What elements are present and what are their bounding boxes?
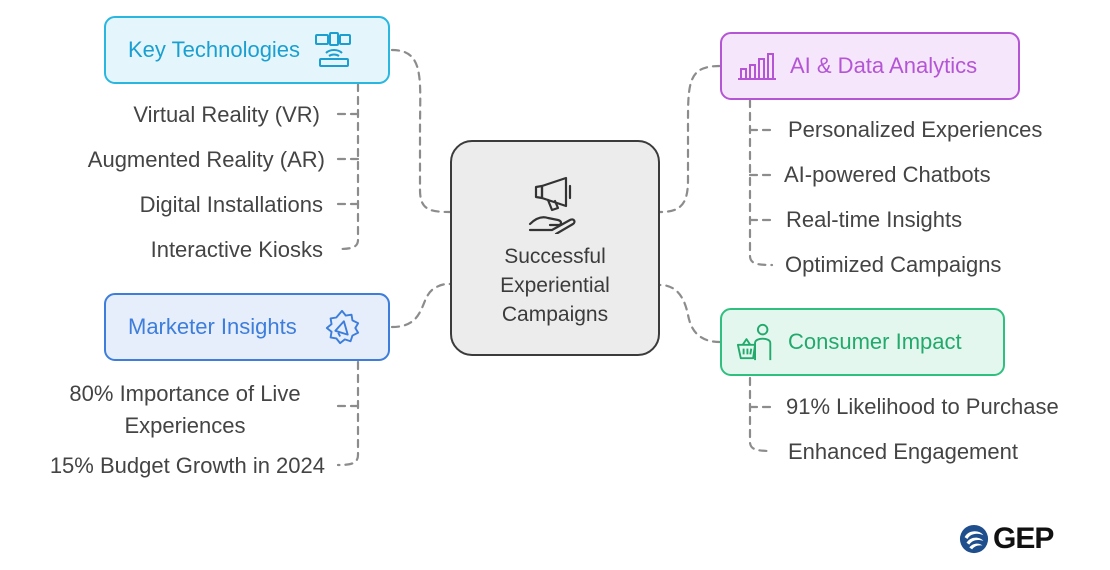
list-item: Enhanced Engagement — [788, 439, 1018, 464]
list-item: 80% Importance of Live Experiences — [54, 378, 316, 442]
list-item: Optimized Campaigns — [785, 252, 1002, 277]
branch-label: AI & Data Analytics — [790, 53, 978, 78]
connector-consumer-impact — [658, 283, 722, 344]
list-item: 91% Likelihood to Purchase — [786, 394, 1059, 419]
megaphone-hand-icon — [528, 176, 576, 234]
branch-label: Consumer Impact — [788, 329, 962, 354]
list-item: Digital Installations — [139, 192, 323, 217]
list-item: Virtual Reality (VR) — [133, 102, 320, 127]
central-title-line-2: Experiential — [500, 274, 610, 297]
list-item: 15% Budget Growth in 2024 — [49, 453, 325, 478]
devices-icon — [315, 32, 352, 67]
branch-label: Key Technologies — [128, 37, 301, 62]
list-item: Augmented Reality (AR) — [87, 147, 325, 172]
list-item: Interactive Kiosks — [150, 237, 323, 262]
shopper-basket-icon — [736, 323, 772, 361]
list-item: Real-time Insights — [786, 207, 963, 232]
connector-ai-data-analytics — [658, 64, 722, 214]
branch-label: Marketer Insights — [128, 314, 297, 339]
central-topic-node: Successful Experiential Campaigns — [450, 140, 660, 356]
branch-ai-data-analytics: AI & Data Analytics — [720, 32, 1020, 100]
central-title-line-3: Campaigns — [501, 303, 609, 326]
branch-consumer-impact: Consumer Impact — [720, 308, 1005, 376]
branch-marketer-insights: Marketer Insights — [104, 293, 390, 361]
gep-logo: GEP — [959, 522, 1054, 556]
logo-wordmark: GEP — [993, 522, 1054, 555]
branch-key-technologies: Key Technologies — [104, 16, 390, 84]
connector-marketer-insights — [390, 282, 452, 329]
bar-chart-icon — [738, 53, 776, 80]
gep-swirl-icon — [959, 524, 989, 554]
list-item: Personalized Experiences — [788, 117, 1043, 142]
list-item-text: 80% Importance of Live Experiences — [69, 381, 301, 438]
list-item: AI-powered Chatbots — [784, 162, 991, 187]
megaphone-badge-icon — [325, 309, 359, 345]
connector-key-technologies — [390, 48, 452, 214]
central-title-line-1: Successful — [504, 245, 606, 268]
